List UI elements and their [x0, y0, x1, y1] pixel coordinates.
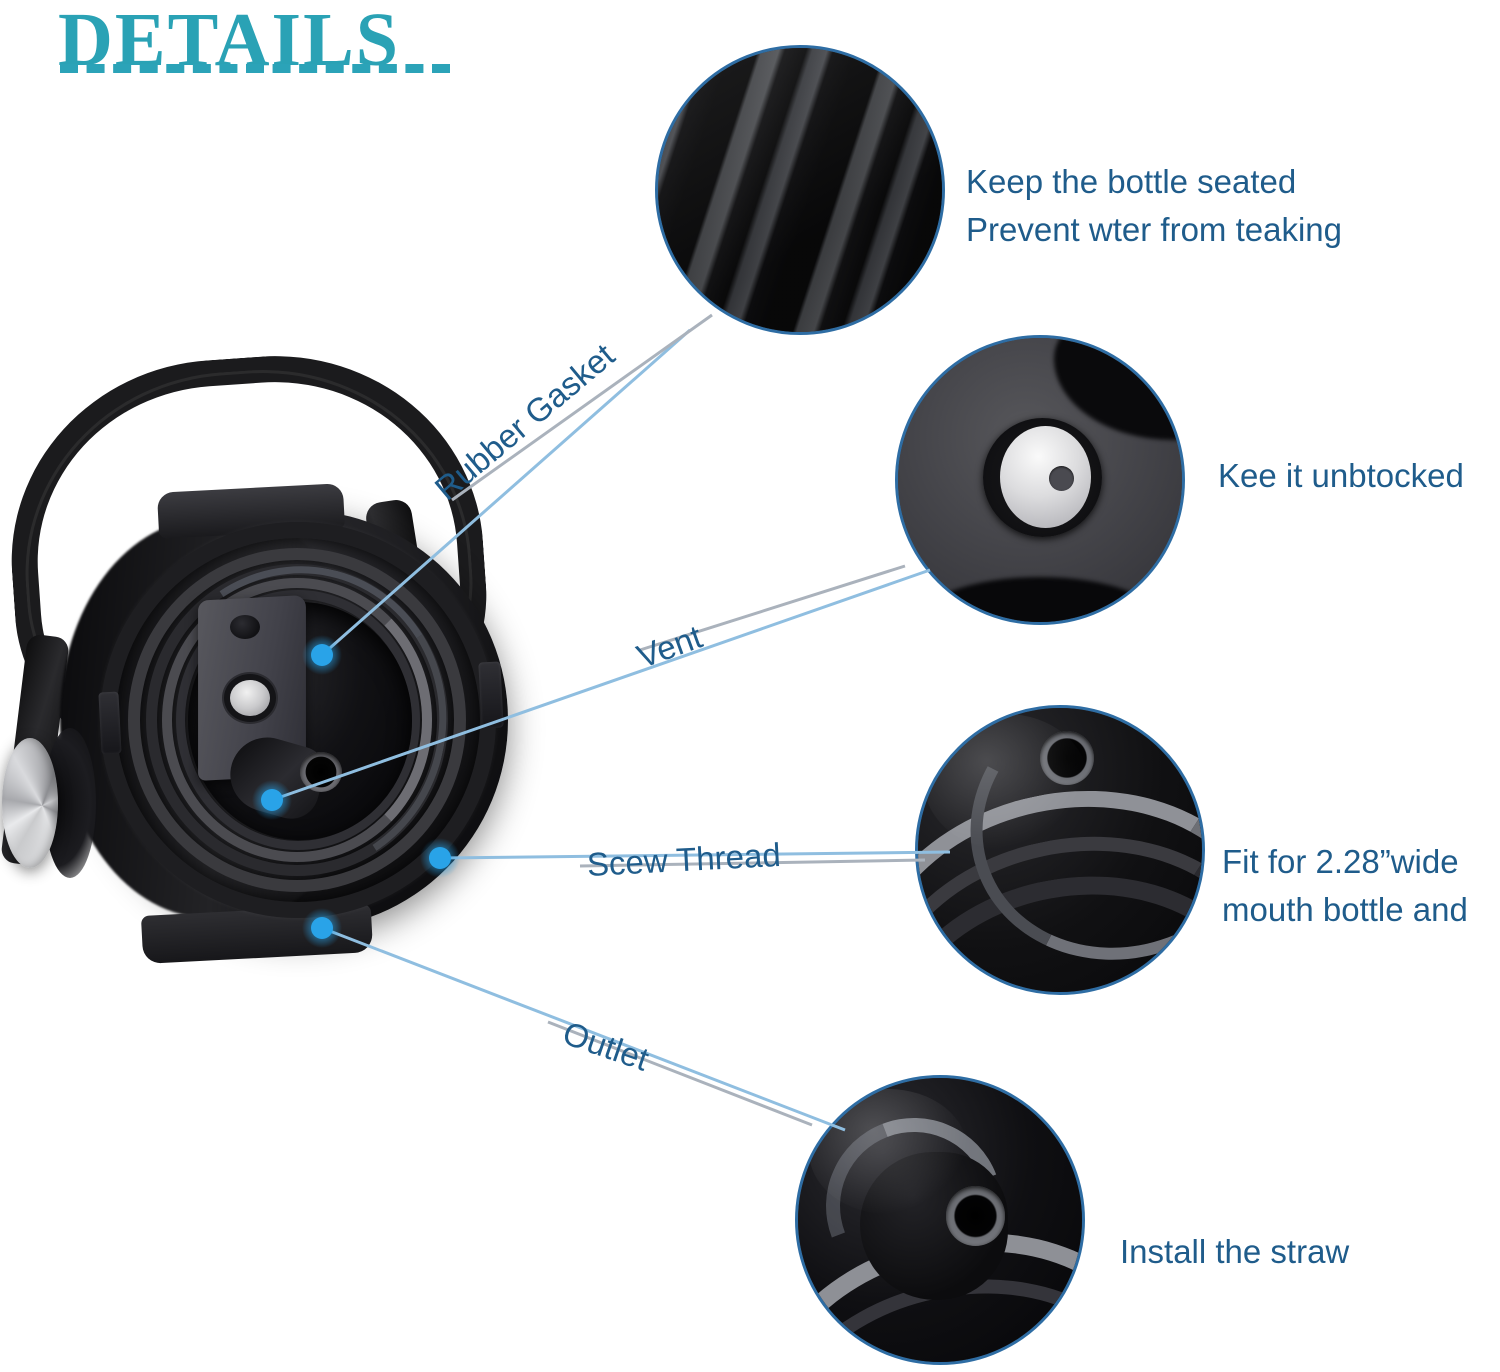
vent-pinhole [1048, 465, 1075, 492]
description-line: Keep the bottle seated [966, 163, 1297, 200]
description-rubber-gasket: Keep the bottle seated Prevent wter from… [966, 158, 1342, 254]
outlet-port-in-thread-closeup [1040, 730, 1095, 785]
vent-button-closeup [1000, 426, 1092, 529]
description-line: Prevent wter from teaking [966, 211, 1342, 248]
vent-plate-art [898, 338, 1182, 622]
vent-shadow-top [1054, 338, 1182, 441]
description-outlet: Install the straw [1120, 1228, 1349, 1276]
rubber-gasket-closeup [655, 45, 945, 335]
outlet-gloss-highlight [809, 1089, 969, 1215]
outlet-port-closeup [945, 1185, 1006, 1246]
description-scew-thread: Fit for 2.28”wide mouth bottle and [1222, 838, 1468, 934]
title-dashed-underline [60, 64, 450, 73]
screw-thread-closeup [915, 705, 1205, 995]
description-line: Fit for 2.28”wide [1222, 843, 1459, 880]
vent-shadow-bottom [915, 576, 1165, 622]
description-line: Install the straw [1120, 1233, 1350, 1270]
plate-recess [230, 615, 260, 639]
description-line: mouth bottle and [1222, 891, 1468, 928]
callout-label-vent: Vent [632, 617, 707, 676]
latch-tab-right [478, 661, 504, 729]
stainless-steel-knob [2, 738, 58, 868]
vent-closeup [895, 335, 1185, 625]
gasket-ridges-art [658, 48, 942, 332]
thread-gloss-highlight [923, 713, 1089, 850]
straw-outlet-port [300, 752, 342, 792]
callout-label-outlet: Outlet [558, 1014, 654, 1078]
title-block: DETAILS [58, 2, 478, 92]
outlet-art [798, 1078, 1082, 1362]
callout-label-scew-thread: Scew Thread [586, 835, 782, 884]
outlet-closeup [795, 1075, 1085, 1365]
vent-button [230, 680, 270, 716]
description-line: Kee it unbtocked [1218, 457, 1464, 494]
description-vent: Kee it unbtocked [1218, 452, 1464, 500]
thread-bands-art [918, 708, 1202, 992]
latch-tab-left [98, 691, 122, 755]
